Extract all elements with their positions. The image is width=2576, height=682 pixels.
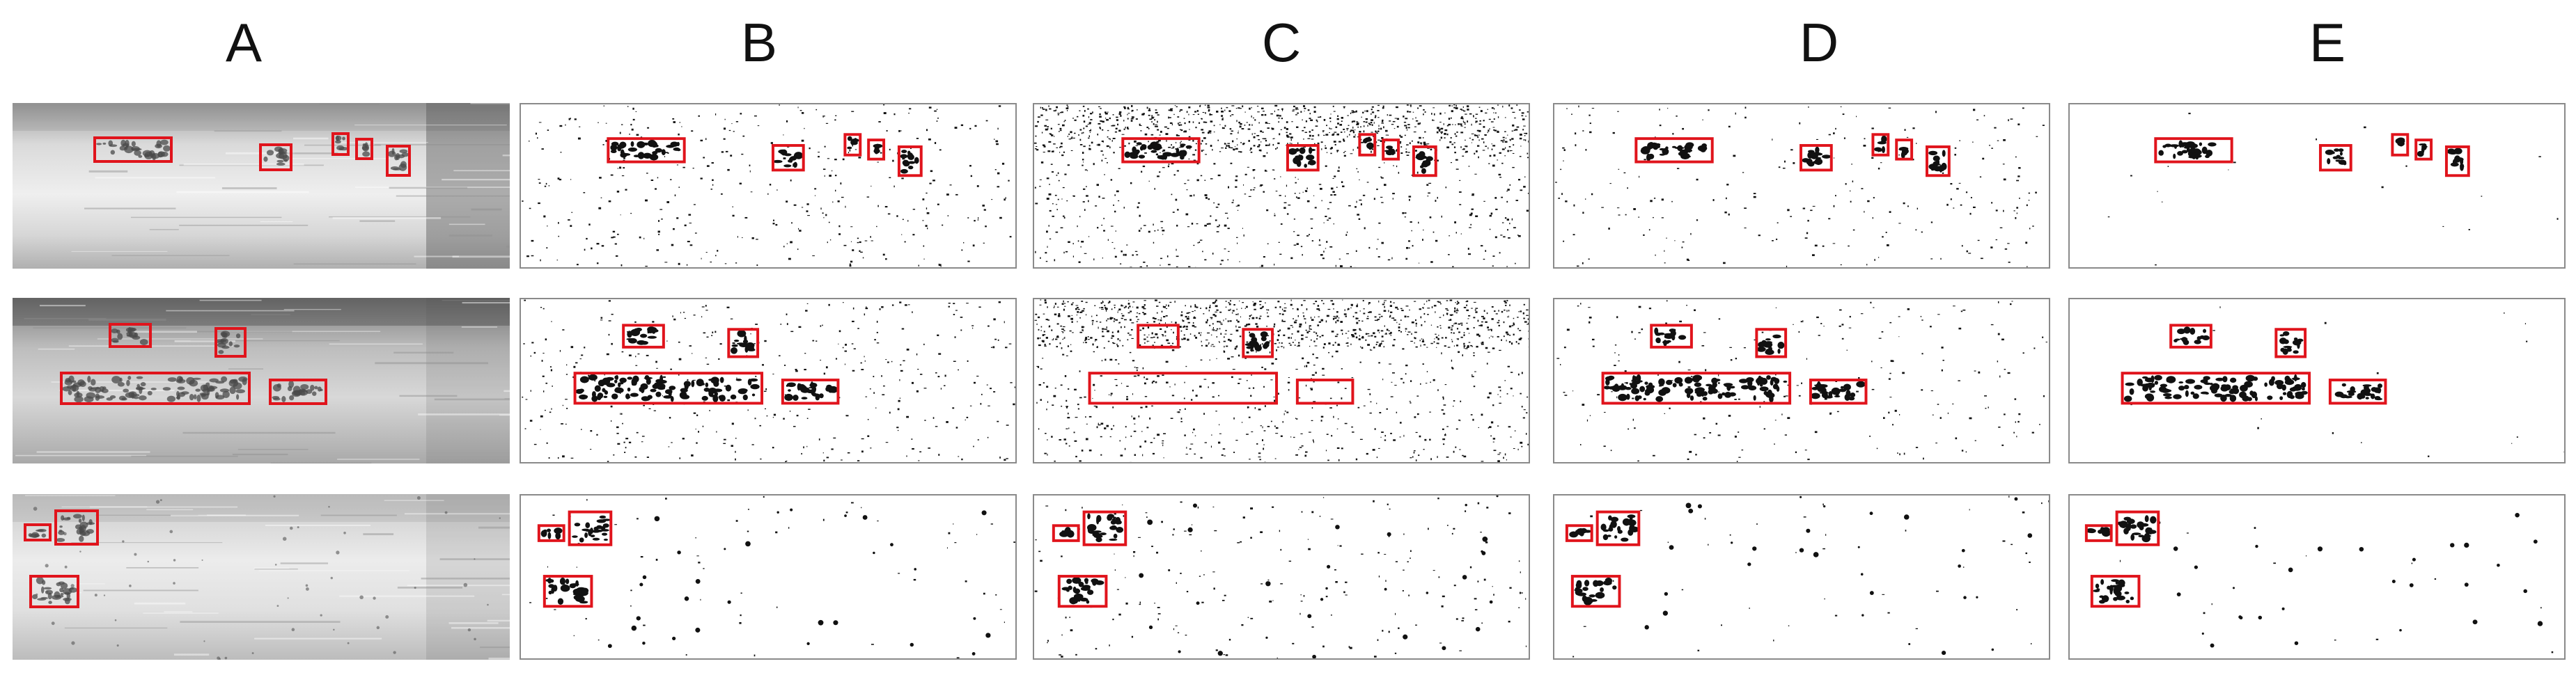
panel-a-row-1 — [13, 103, 510, 269]
defect-bounding-box — [843, 133, 862, 157]
panel-image — [1554, 104, 2049, 267]
panel-b-row-2 — [520, 298, 1017, 463]
defect-bounding-box — [1634, 137, 1714, 164]
defect-bounding-box — [622, 324, 665, 349]
defect-bounding-box — [109, 323, 152, 348]
panel-image — [521, 495, 1015, 658]
defect-bounding-box — [2444, 145, 2470, 177]
defect-bounding-box — [1755, 328, 1788, 358]
defect-bounding-box — [1242, 328, 1274, 358]
panel-a-row-2 — [13, 298, 510, 463]
defect-bounding-box — [1052, 524, 1080, 542]
panel-d-row-2 — [1553, 298, 2050, 463]
defect-bounding-box — [1082, 510, 1127, 546]
defect-bounding-box — [568, 510, 613, 546]
panel-image — [13, 494, 510, 660]
defect-bounding-box — [2169, 324, 2212, 349]
panel-b-row-1 — [520, 103, 1017, 269]
defect-bounding-box — [1570, 575, 1621, 608]
defect-bounding-box — [2084, 524, 2113, 542]
defect-bounding-box — [214, 327, 247, 358]
defect-bounding-box — [355, 138, 373, 160]
defect-bounding-box — [1057, 575, 1108, 608]
defect-bounding-box — [29, 575, 79, 608]
defect-bounding-box — [1358, 133, 1377, 157]
defect-bounding-box — [727, 328, 760, 358]
defect-bounding-box — [1088, 372, 1279, 405]
defect-bounding-box — [1895, 138, 1914, 161]
panel-image — [2070, 495, 2564, 658]
defect-bounding-box — [54, 509, 99, 546]
defect-bounding-box — [537, 524, 565, 542]
panel-image — [13, 298, 510, 463]
column-label-c: C — [1261, 12, 1302, 73]
panel-a-row-3 — [13, 494, 510, 660]
defect-bounding-box — [331, 132, 350, 156]
panel-image — [1554, 299, 2049, 462]
defect-bounding-box — [1412, 145, 1437, 177]
defect-bounding-box — [1565, 524, 1593, 542]
panel-image — [13, 103, 510, 269]
panel-image — [521, 299, 1015, 462]
defect-bounding-box — [1286, 144, 1320, 172]
panel-b-row-3 — [520, 494, 1017, 660]
panel-image — [1034, 104, 1529, 267]
defect-bounding-box — [2115, 510, 2160, 546]
panel-e-row-3 — [2068, 494, 2566, 660]
defect-bounding-box — [269, 379, 327, 405]
panel-e-row-1 — [2068, 103, 2566, 269]
panel-c-row-2 — [1033, 298, 1530, 463]
defect-bounding-box — [1121, 137, 1201, 164]
column-label-b: B — [740, 12, 778, 73]
defect-bounding-box — [1809, 379, 1868, 405]
defect-bounding-box — [24, 523, 52, 541]
panel-e-row-2 — [2068, 298, 2566, 463]
panel-image — [2070, 299, 2564, 462]
defect-bounding-box — [60, 372, 251, 405]
panel-image — [1554, 495, 2049, 658]
panel-image — [2070, 104, 2564, 267]
defect-bounding-box — [573, 372, 764, 405]
defect-bounding-box — [607, 137, 686, 164]
defect-bounding-box — [1925, 145, 1951, 177]
defect-bounding-box — [1650, 324, 1693, 349]
defect-bounding-box — [93, 136, 173, 163]
defect-bounding-box — [867, 138, 886, 161]
defect-bounding-box — [1871, 133, 1890, 157]
defect-bounding-box — [2318, 144, 2352, 172]
defect-bounding-box — [2391, 133, 2410, 157]
defect-bounding-box — [542, 575, 593, 608]
defect-bounding-box — [2090, 575, 2141, 608]
defect-bounding-box — [1137, 324, 1180, 349]
column-label-a: A — [225, 12, 263, 73]
defect-bounding-box — [897, 145, 923, 177]
defect-bounding-box — [771, 144, 805, 172]
panel-c-row-3 — [1033, 494, 1530, 660]
defect-bounding-box — [1382, 138, 1400, 161]
defect-bounding-box — [386, 145, 411, 177]
defect-bounding-box — [2328, 379, 2387, 405]
defect-bounding-box — [1295, 379, 1355, 405]
panel-d-row-3 — [1553, 494, 2050, 660]
defect-bounding-box — [1800, 144, 1833, 172]
defect-bounding-box — [781, 379, 840, 405]
panel-image — [521, 104, 1015, 267]
column-label-e: E — [2309, 12, 2346, 73]
defect-bounding-box — [259, 143, 292, 171]
defect-bounding-box — [2414, 138, 2433, 161]
panel-image — [1034, 495, 1529, 658]
defect-bounding-box — [2274, 328, 2307, 358]
panel-image — [1034, 299, 1529, 462]
defect-bounding-box — [2121, 372, 2311, 405]
panel-c-row-1 — [1033, 103, 1530, 269]
defect-bounding-box — [1595, 510, 1641, 546]
panel-d-row-1 — [1553, 103, 2050, 269]
column-label-d: D — [1799, 12, 1839, 73]
defect-bounding-box — [1601, 372, 1792, 405]
defect-bounding-box — [2154, 137, 2233, 164]
